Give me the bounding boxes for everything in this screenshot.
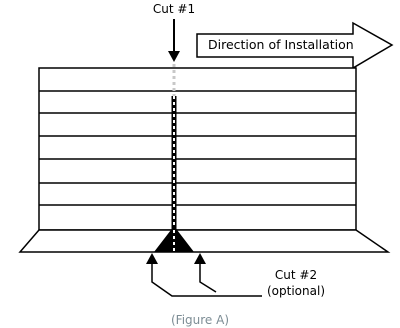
cut1-label: Cut #1 <box>152 2 196 16</box>
direction-arrow-shape <box>196 21 394 70</box>
cut2-label: Cut #2 <box>274 268 318 282</box>
floor-plane <box>18 229 391 253</box>
panel-outline <box>38 67 357 231</box>
panel-block <box>38 67 357 231</box>
cut2-arrow-head-left <box>146 253 158 264</box>
cut2-arrow-head-right <box>194 253 206 264</box>
cut1-arrow-head <box>168 51 180 62</box>
cut2-optional-label: (optional) <box>267 284 325 298</box>
figure-caption: (Figure A) <box>170 313 230 327</box>
cut2-bracket-line <box>151 262 262 297</box>
direction-of-installation-label: Direction of Installation <box>208 37 354 52</box>
